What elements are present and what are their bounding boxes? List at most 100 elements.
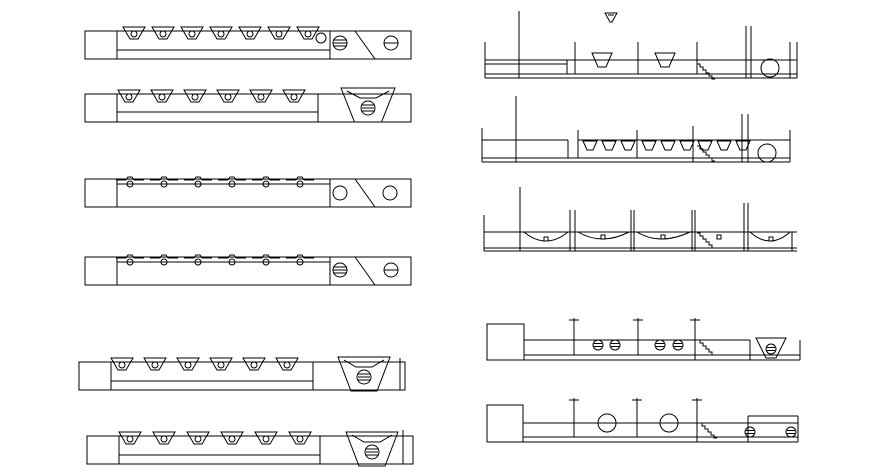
rail-segment: [184, 177, 212, 180]
rail-segment: [116, 255, 144, 258]
notch-hole: [159, 94, 165, 100]
stairs: [697, 340, 715, 355]
trapezoid-block: [583, 141, 597, 150]
v-notch: [217, 90, 239, 102]
v-notch: [239, 27, 261, 39]
section-1: [485, 11, 797, 79]
notch-hole: [152, 362, 158, 368]
notch-hole: [258, 94, 264, 100]
notch-hole: [195, 259, 201, 265]
v-notch: [221, 432, 243, 444]
bar-4: [85, 255, 411, 285]
notch-hole: [305, 31, 311, 37]
hatched-circle: [673, 340, 683, 350]
notch-hole: [127, 181, 133, 187]
notch-row: [119, 432, 311, 444]
notch-hole: [229, 259, 235, 265]
v-block-groove: [352, 435, 392, 442]
notch-hole: [297, 259, 303, 265]
stairs: [697, 146, 715, 161]
v-notch: [276, 358, 298, 370]
bar-6: [87, 430, 413, 466]
notch-hole: [131, 31, 137, 37]
v-block-groove: [344, 360, 384, 367]
notch-hole: [192, 94, 198, 100]
hatched-circle: [361, 101, 375, 115]
trapezoid-block: [642, 141, 656, 150]
v-notch: [255, 432, 277, 444]
notch-hole: [263, 181, 269, 187]
v-notch: [243, 358, 265, 370]
rail-segment: [252, 255, 280, 258]
trapezoid-block: [736, 141, 750, 150]
notch-hole: [284, 362, 290, 368]
section-3: [484, 187, 797, 251]
notch-hole: [127, 259, 133, 265]
end-circle-1: [333, 186, 347, 200]
trapezoid-block: [680, 141, 694, 150]
trapezoid-block: [621, 141, 635, 150]
end-circle-2: [383, 186, 397, 200]
rail-segment: [286, 255, 314, 258]
bar-1: [85, 27, 411, 59]
notch-hole: [251, 362, 257, 368]
section-5: [487, 398, 798, 442]
notch-hole: [297, 436, 303, 442]
v-notch: [111, 358, 133, 370]
notch-row: [116, 255, 314, 265]
v-notch: [250, 90, 272, 102]
notch-hole: [189, 31, 195, 37]
hatched-circle: [786, 427, 796, 437]
hatched-circle: [655, 340, 665, 350]
stairs: [699, 423, 717, 438]
hatched-circle: [593, 340, 603, 350]
notch-hole: [126, 94, 132, 100]
section-4: [487, 318, 800, 360]
notch-row: [111, 358, 298, 370]
v-block: [338, 357, 390, 391]
v-block-groove: [347, 91, 389, 98]
v-notch: [283, 90, 305, 102]
bar-2: [85, 88, 411, 122]
v-notch: [153, 432, 175, 444]
notch-hole: [247, 31, 253, 37]
notch-hole: [218, 31, 224, 37]
hatched-circle: [745, 427, 755, 437]
notch-hole: [119, 362, 125, 368]
rail-segment: [150, 255, 178, 258]
hatched-circle: [610, 340, 620, 350]
rail-segment: [286, 177, 314, 180]
stairs: [697, 64, 715, 79]
v-block-outline: [346, 432, 398, 466]
notch-row: [118, 90, 305, 102]
trapezoid-block: [602, 141, 616, 150]
v-notch: [184, 90, 206, 102]
v-block-outline: [338, 357, 390, 391]
bar-3: [85, 177, 411, 207]
v-notch: [119, 432, 141, 444]
trapezoid-block: [717, 141, 731, 150]
rail-segment: [218, 255, 246, 258]
notch-hole: [127, 436, 133, 442]
hatched-circle: [766, 344, 776, 354]
hatched-circle: [365, 445, 379, 459]
small-circle: [316, 33, 326, 43]
notch-hole: [161, 181, 167, 187]
notch-hole: [225, 94, 231, 100]
v-notch: [181, 27, 203, 39]
rail-segment: [252, 177, 280, 180]
notch-hole: [297, 181, 303, 187]
v-notch: [177, 358, 199, 370]
trapezoid-block: [698, 141, 712, 150]
notch-hole: [291, 94, 297, 100]
notch-row: [123, 27, 319, 39]
v-block: [341, 88, 395, 122]
v-notch: [210, 358, 232, 370]
notch-hole: [161, 436, 167, 442]
notch-hole: [161, 259, 167, 265]
v-notch: [210, 27, 232, 39]
section-2: [482, 96, 790, 162]
notch-hole: [160, 31, 166, 37]
v-notch: [144, 358, 166, 370]
